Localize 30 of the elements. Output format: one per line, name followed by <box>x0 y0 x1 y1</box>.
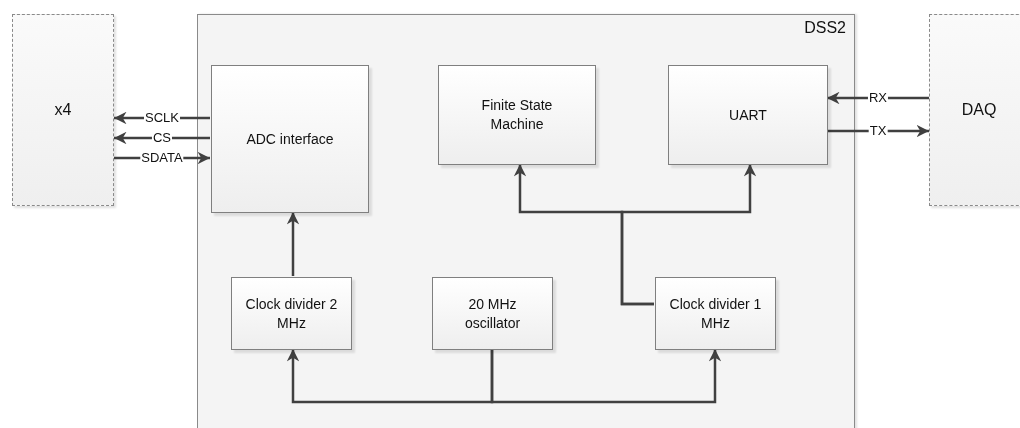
node-label: DSS2 <box>804 18 846 38</box>
signal-label: CS <box>151 131 173 145</box>
connector-arrow <box>620 164 757 306</box>
signal-label: TX <box>868 124 888 138</box>
system-container <box>197 14 855 428</box>
connector-arrow <box>827 91 929 105</box>
external-device-box <box>929 14 1020 206</box>
connector-arrow <box>490 349 722 404</box>
signal-label: SDATA <box>140 151 184 165</box>
signal-label: SCLK <box>144 111 180 125</box>
node-label: Clock divider 1 MHz <box>669 294 762 333</box>
node-label: DAQ <box>961 100 997 121</box>
module-box <box>211 65 369 213</box>
module-box <box>231 277 352 350</box>
connector-arrow <box>286 349 494 404</box>
module-box <box>668 65 828 165</box>
external-device-box <box>12 14 114 206</box>
node-label: 20 MHz oscillator <box>463 294 522 333</box>
module-box <box>432 277 553 350</box>
connector-arrow <box>286 212 300 276</box>
connector-arrow <box>827 124 929 138</box>
node-label: UART <box>729 105 767 125</box>
connector-arrow <box>114 131 210 145</box>
signal-label: RX <box>867 91 889 105</box>
module-box <box>438 65 596 165</box>
node-label: Clock divider 2 MHz <box>245 294 338 333</box>
node-label: x4 <box>54 100 72 121</box>
node-label: ADC interface <box>246 129 334 149</box>
module-box <box>655 277 776 350</box>
node-label: Finite State Machine <box>480 96 554 134</box>
